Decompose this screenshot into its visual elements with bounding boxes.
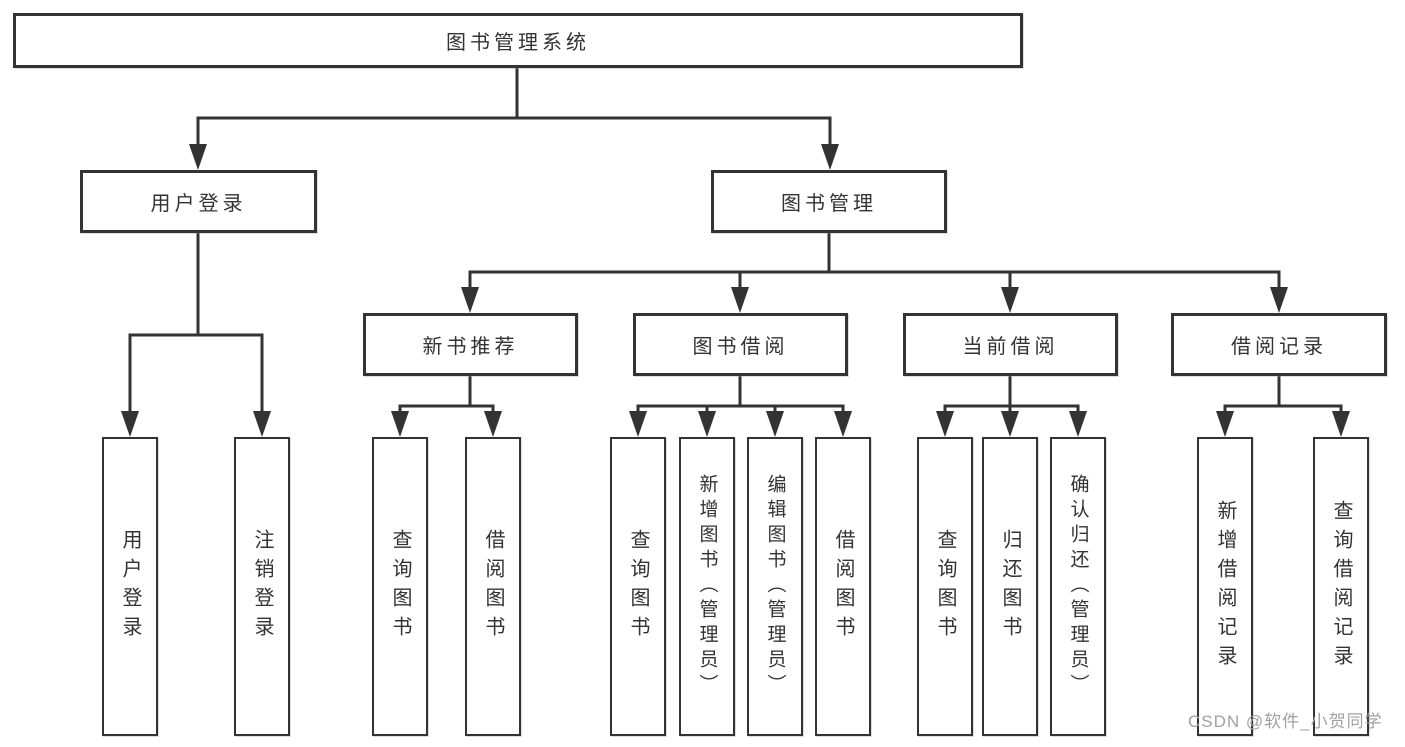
arrow-down-icon bbox=[1270, 287, 1288, 313]
arrow-down-icon bbox=[121, 411, 139, 437]
arrow-down-icon bbox=[1216, 411, 1234, 437]
leaf-query-borrow-record: 查询借阅记录 bbox=[1313, 437, 1369, 736]
leaf-confirm-return-admin: 确认归还（管理员） bbox=[1050, 437, 1106, 736]
arrow-down-icon bbox=[391, 411, 409, 437]
leaf-add-books-admin: 新增图书（管理员） bbox=[679, 437, 735, 736]
arrow-down-icon bbox=[461, 287, 479, 313]
node-library-management-system: 图书管理系统 bbox=[13, 13, 1023, 68]
arrow-down-icon bbox=[253, 411, 271, 437]
leaf-add-borrow-record: 新增借阅记录 bbox=[1197, 437, 1253, 736]
leaf-logout: 注销登录 bbox=[234, 437, 290, 736]
arrow-down-icon bbox=[821, 144, 839, 170]
leaf-query-books-recommend: 查询图书 bbox=[372, 437, 428, 736]
arrow-down-icon bbox=[936, 411, 954, 437]
arrow-down-icon bbox=[629, 411, 647, 437]
arrow-down-icon bbox=[731, 287, 749, 313]
leaf-user-login: 用户登录 bbox=[102, 437, 158, 736]
leaf-borrow-books: 借阅图书 bbox=[815, 437, 871, 736]
leaf-edit-books-admin: 编辑图书（管理员） bbox=[747, 437, 803, 736]
csdn-watermark: CSDN @软件_小贺同学 bbox=[1188, 712, 1383, 731]
arrow-down-icon bbox=[766, 411, 784, 437]
arrow-down-icon bbox=[698, 411, 716, 437]
arrow-down-icon bbox=[1001, 411, 1019, 437]
node-borrowing-records: 借阅记录 bbox=[1171, 313, 1387, 376]
node-current-borrowing: 当前借阅 bbox=[903, 313, 1118, 376]
node-book-borrowing: 图书借阅 bbox=[633, 313, 848, 376]
arrow-down-icon bbox=[834, 411, 852, 437]
arrow-down-icon bbox=[1001, 287, 1019, 313]
leaf-return-books: 归还图书 bbox=[982, 437, 1038, 736]
leaf-borrow-books-recommend: 借阅图书 bbox=[465, 437, 521, 736]
arrow-down-icon bbox=[189, 144, 207, 170]
arrow-down-icon bbox=[1332, 411, 1350, 437]
arrow-down-icon bbox=[1069, 411, 1087, 437]
arrow-down-icon bbox=[484, 411, 502, 437]
node-new-book-recommendation: 新书推荐 bbox=[363, 313, 578, 376]
leaf-query-books-borrow: 查询图书 bbox=[610, 437, 666, 736]
connector-path bbox=[128, 68, 1343, 413]
node-book-management: 图书管理 bbox=[711, 170, 947, 233]
leaf-query-books-current: 查询图书 bbox=[917, 437, 973, 736]
node-user-login: 用户登录 bbox=[80, 170, 317, 233]
